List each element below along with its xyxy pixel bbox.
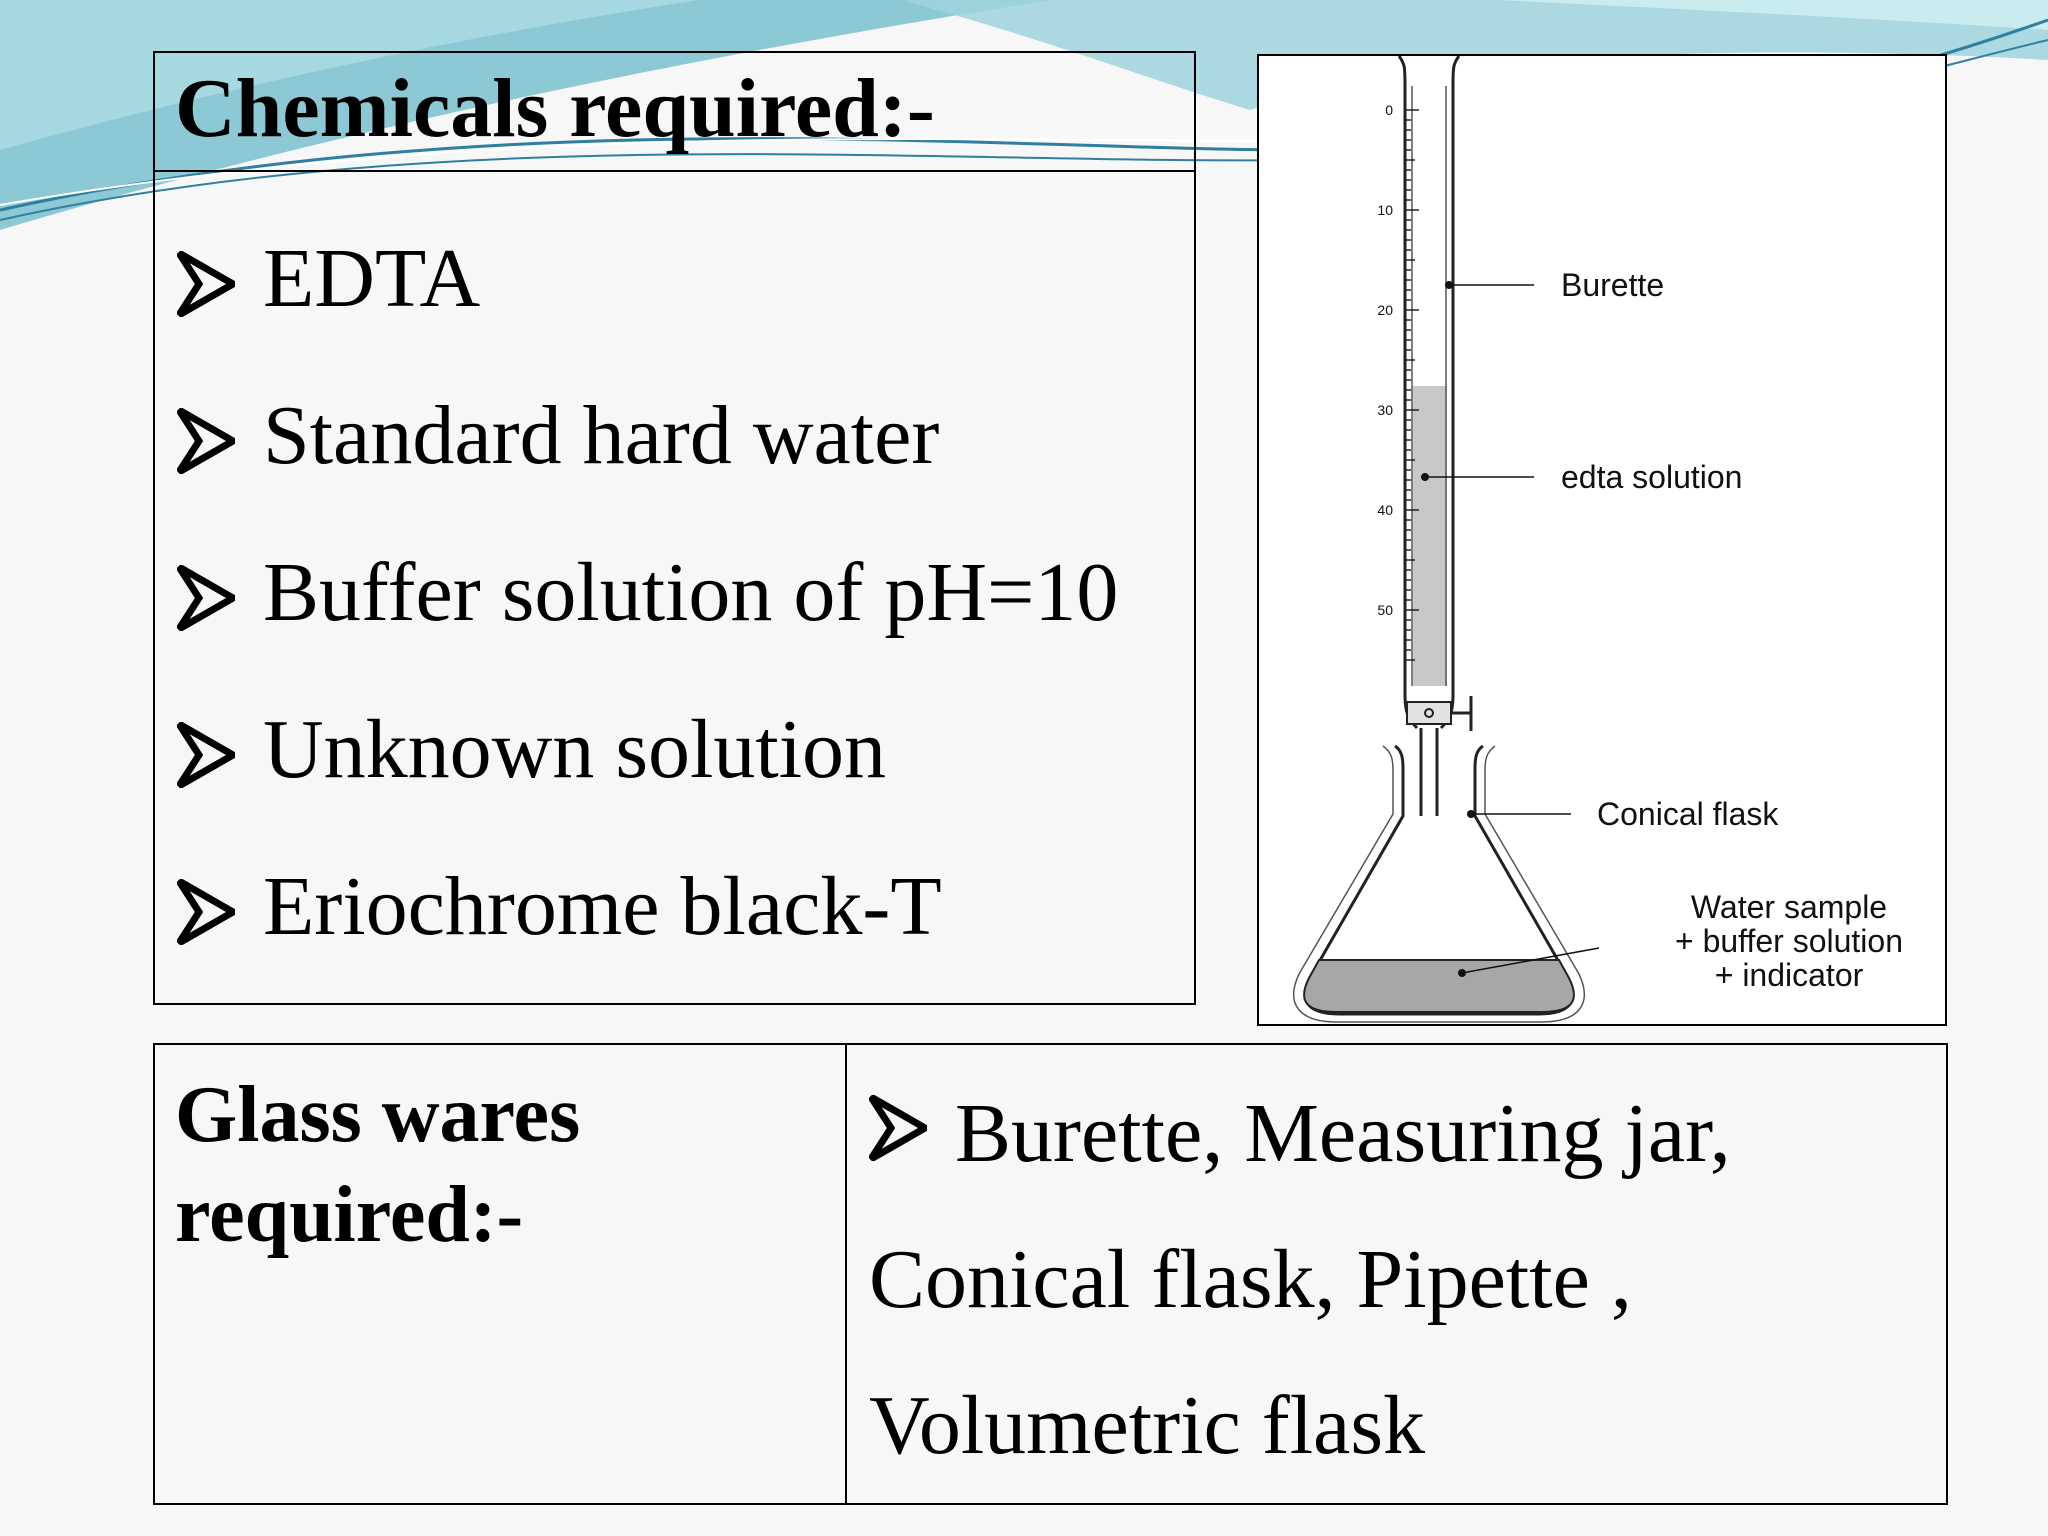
glassware-line: Burette, Measuring jar, (869, 1085, 1929, 1231)
arrow-bullet-icon (177, 565, 235, 631)
scale-30: 30 (1377, 402, 1393, 418)
scale-0: 0 (1385, 102, 1393, 118)
chemical-item-label: Buffer solution of pH=10 (263, 546, 1119, 639)
label-edta-solution: edta solution (1561, 459, 1742, 495)
arrow-bullet-icon (177, 408, 235, 474)
chemical-item: Eriochrome black-T (177, 860, 1118, 1018)
chemicals-panel: Chemicals required:- EDTA Standard hard … (153, 51, 1196, 1005)
scale-20: 20 (1377, 302, 1393, 318)
scale-10: 10 (1377, 202, 1393, 218)
chemical-item-label: Eriochrome black-T (263, 860, 942, 953)
glassware-line: Conical flask, Pipette , (869, 1233, 1632, 1326)
arrow-bullet-icon (869, 1095, 927, 1161)
titration-apparatus-illustration: 0 10 20 30 40 50 Burette edta solution (1293, 55, 1903, 1023)
stopcock (1406, 696, 1473, 731)
label-buffer-solution: + buffer solution (1675, 923, 1903, 959)
chemical-item-label: Unknown solution (263, 703, 887, 796)
chemical-item: EDTA (177, 232, 1118, 390)
chemical-item-label: EDTA (263, 232, 481, 325)
chemicals-title: Chemicals required:- (175, 62, 935, 155)
chemicals-list: EDTA Standard hard water Buffer solution… (177, 232, 1119, 1018)
conical-flask (1293, 744, 1585, 1023)
arrow-bullet-icon (177, 879, 235, 945)
glassware-divider (845, 1045, 847, 1503)
edta-liquid (1413, 386, 1447, 686)
label-indicator: + indicator (1715, 957, 1864, 993)
titration-diagram: 0 10 20 30 40 50 Burette edta solution (1257, 54, 1947, 1026)
chemicals-header: Chemicals required:- (155, 53, 1194, 172)
label-water-sample: Water sample (1691, 889, 1887, 925)
glassware-line: Volumetric flask (869, 1379, 1426, 1472)
chemical-item: Buffer solution of pH=10 (177, 546, 1119, 704)
water-sample-liquid (1303, 959, 1575, 1013)
chemical-item-label: Standard hard water (263, 389, 940, 482)
chemical-item: Unknown solution (177, 703, 1118, 861)
scale-40: 40 (1377, 502, 1393, 518)
burette-scale (1405, 109, 1419, 661)
glassware-panel: Glass wares required:- Burette, Measurin… (153, 1043, 1948, 1505)
scale-50: 50 (1377, 602, 1393, 618)
arrow-bullet-icon (177, 722, 235, 788)
glassware-list: Burette, Measuring jar, Conical flask, P… (869, 1085, 1929, 1523)
label-burette: Burette (1561, 267, 1664, 303)
glassware-line-text: Burette, Measuring jar, (955, 1087, 1731, 1180)
arrow-bullet-icon (177, 251, 235, 317)
chemical-item: Standard hard water (177, 389, 1118, 547)
label-conical-flask: Conical flask (1597, 796, 1779, 832)
glassware-title: Glass wares required:- (175, 1071, 581, 1259)
